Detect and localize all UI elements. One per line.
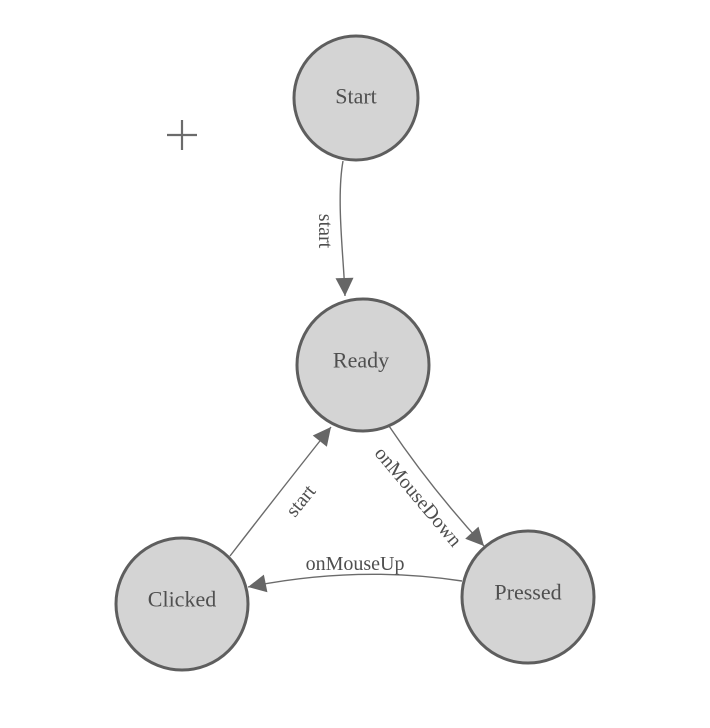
transition-ready-to-pressed: onMouseDown [370,425,485,552]
state-node-start[interactable]: Start [292,34,420,162]
state-circle-ready[interactable] [295,297,431,433]
plus-crosshair-icon [167,120,197,150]
state-node-pressed[interactable]: Pressed [460,529,596,665]
state-node-clicked[interactable]: Clicked [114,536,250,672]
transition-label: start [282,480,321,521]
transition-line-start-ready[interactable] [335,160,354,297]
transition-line-ready-pressed[interactable] [388,425,485,547]
transition-label: onMouseUp [306,553,405,575]
transition-label: onMouseDown [370,443,466,552]
transition-label: start [314,214,336,249]
transition-start-to-ready: start [314,160,354,297]
state-circle-clicked[interactable] [114,536,250,672]
state-circle-pressed[interactable] [460,529,596,665]
transition-pressed-to-clicked: onMouseUp [247,553,463,593]
transition-line-pressed-clicked[interactable] [247,573,463,593]
state-node-ready[interactable]: Ready [295,297,431,433]
transition-clicked-to-ready: start [229,426,332,557]
transition-line-clicked-ready[interactable] [229,426,332,557]
state-circle-start[interactable] [292,34,420,162]
